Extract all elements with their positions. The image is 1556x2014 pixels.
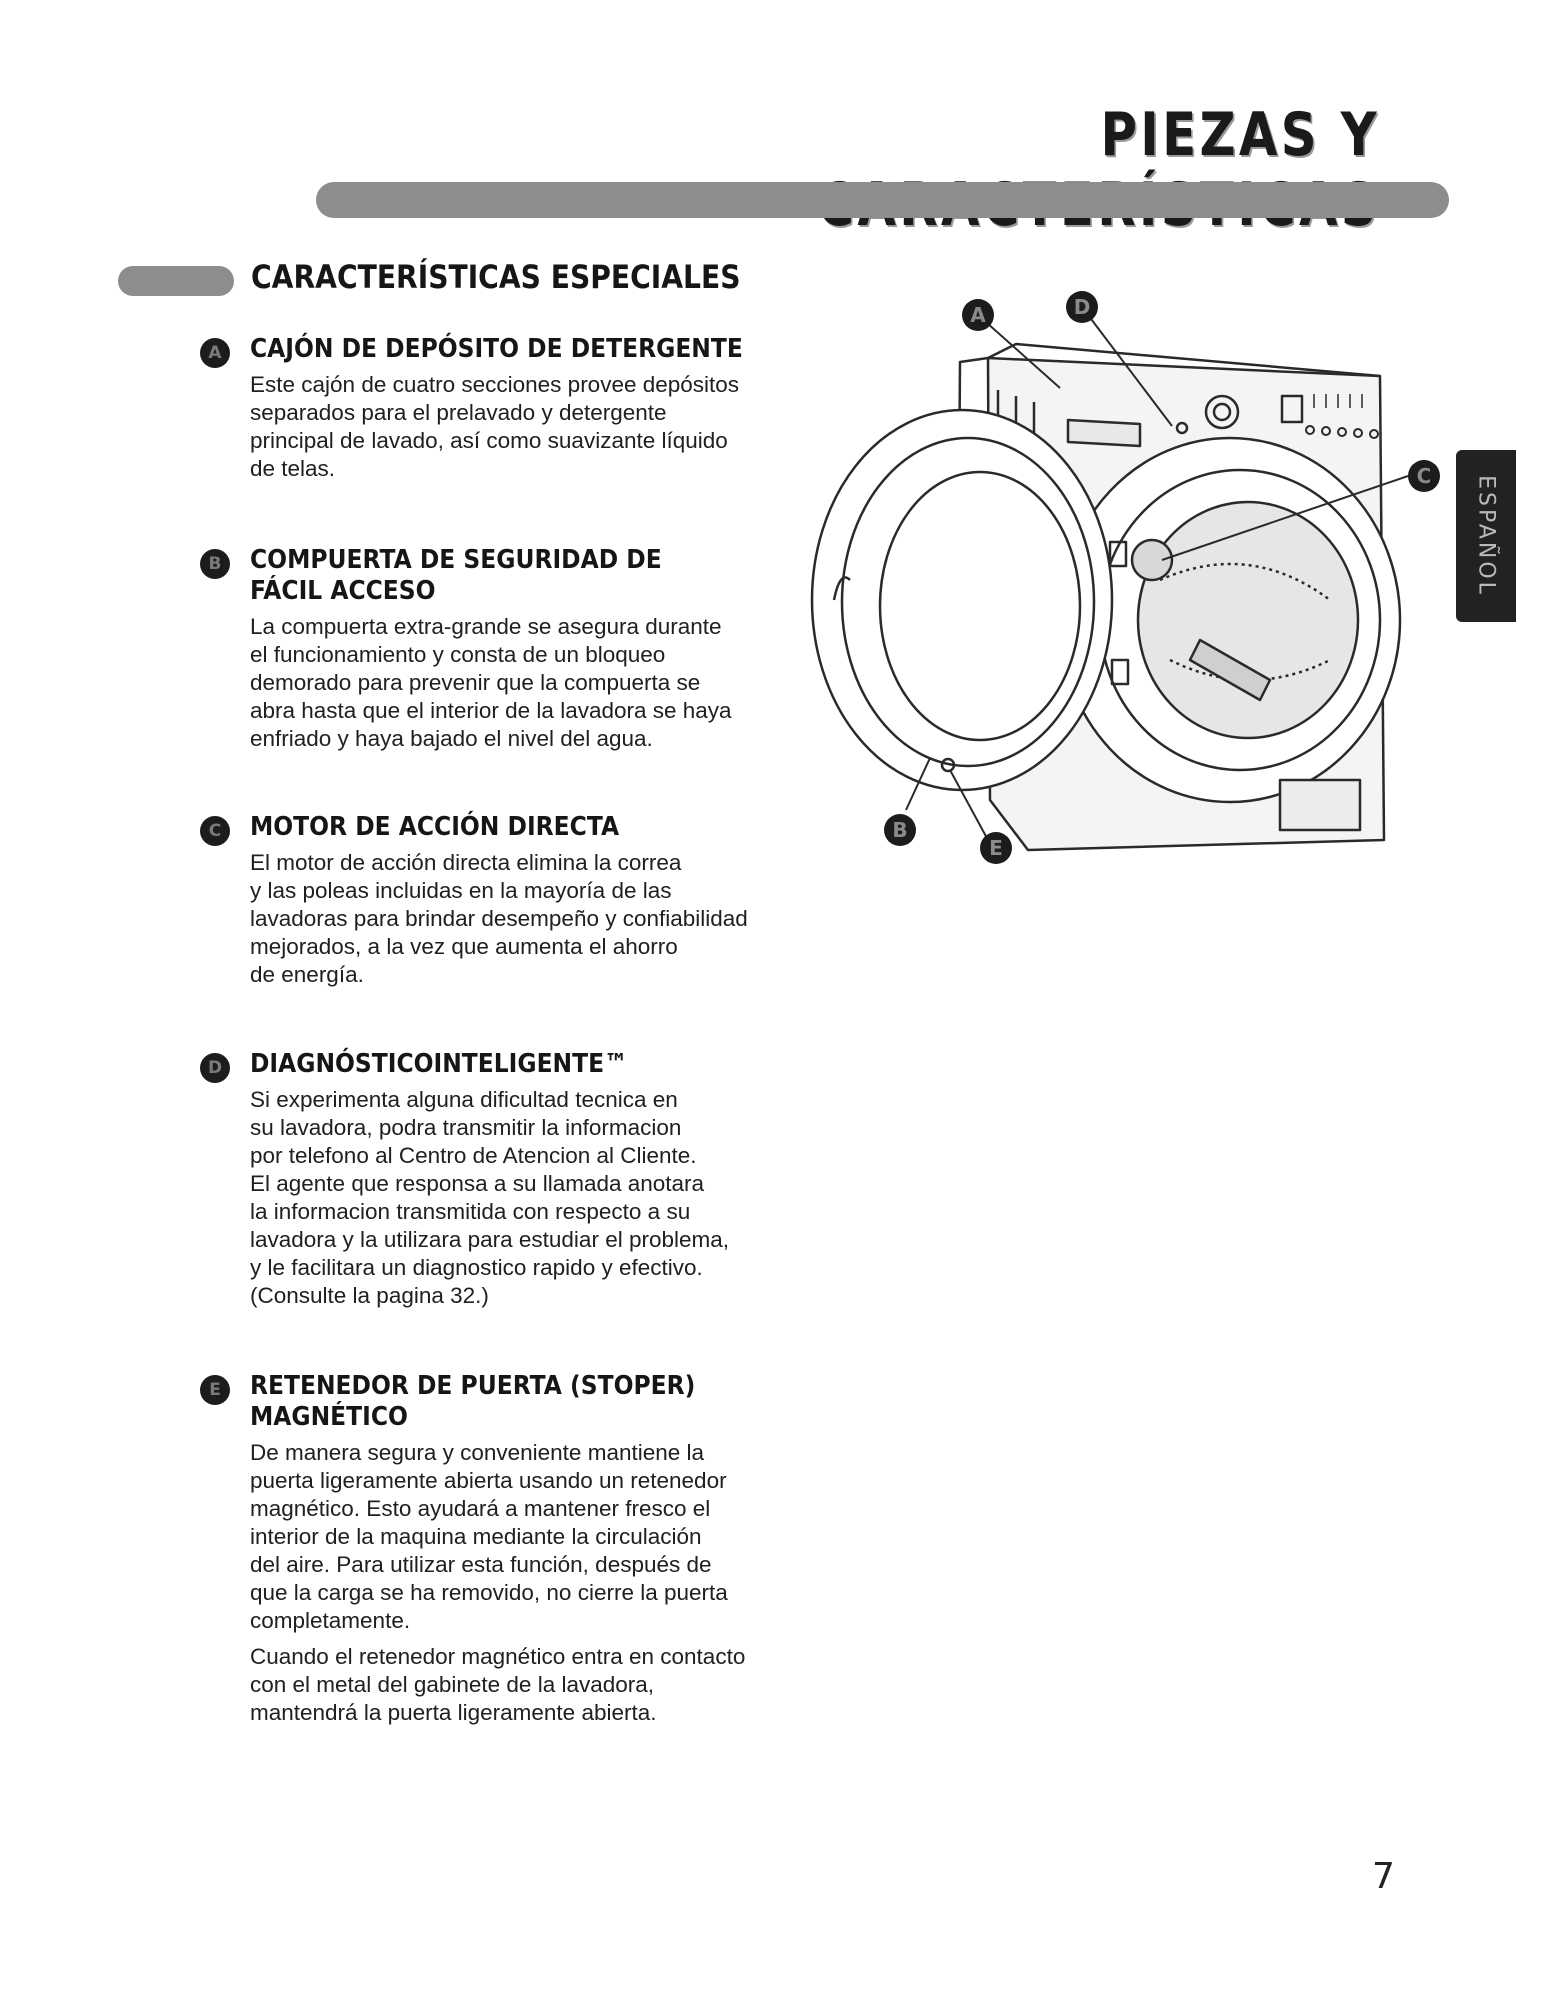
feature-title: COMPUERTA DE SEGURIDAD DE FÁCIL ACCESO [250, 545, 662, 606]
feature-description-extra: Cuando el retenedor magnético entra en c… [250, 1644, 746, 1725]
callout-label-d: D [1074, 295, 1091, 319]
feature-badge-a: A [200, 338, 230, 368]
feature-item-c: C MOTOR DE ACCIÓN DIRECTA El motor de ac… [200, 812, 810, 989]
section-heading: CARACTERÍSTICAS ESPECIALES [251, 258, 741, 296]
feature-title: CAJÓN DE DEPÓSITO DE DETERGENTE [250, 334, 743, 364]
callout-label-b: B [892, 818, 907, 842]
page-number: 7 [1372, 1856, 1395, 1897]
callout-label-e: E [989, 836, 1003, 860]
callout-d-icon [1066, 291, 1098, 323]
callout-label-c: C [1417, 464, 1432, 488]
washer-diagram: A D C B E [810, 291, 1440, 864]
feature-badge-d: D [200, 1053, 230, 1083]
feature-description: Si experimenta alguna dificultad tecnica… [250, 1087, 730, 1308]
callout-c-icon [1408, 460, 1440, 492]
feature-item-d: D DIAGNÓSTICOINTELIGENTE™ Si experimenta… [200, 1049, 810, 1310]
title-underline-bar [316, 182, 1449, 218]
callout-label-a: A [970, 303, 986, 327]
callout-e-icon [980, 832, 1012, 864]
feature-description: De manera segura y conveniente mantiene … [250, 1440, 728, 1633]
feature-description: Este cajón de cuatro secciones provee de… [250, 372, 740, 481]
feature-title: MOTOR DE ACCIÓN DIRECTA [250, 812, 620, 842]
callout-b-icon [884, 814, 916, 846]
feature-badge-e: E [200, 1375, 230, 1405]
feature-item-e: E RETENEDOR DE PUERTA (STOPER) MAGNÉTICO… [200, 1371, 810, 1727]
feature-item-a: A CAJÓN DE DEPÓSITO DE DETERGENTE Este c… [200, 334, 810, 483]
feature-item-b: B COMPUERTA DE SEGURIDAD DE FÁCIL ACCESO… [200, 545, 810, 753]
language-tab: ESPAÑOL [1456, 450, 1516, 622]
feature-title: DIAGNÓSTICOINTELIGENTE™ [250, 1049, 628, 1079]
feature-badge-c: C [200, 816, 230, 846]
callout-a-icon [962, 299, 994, 331]
feature-description: El motor de acción directa elimina la co… [250, 850, 748, 987]
feature-badge-b: B [200, 549, 230, 579]
page-title: PIEZAS Y CARACTERÍSTICAS [817, 100, 1380, 240]
section-marker-pill [118, 266, 234, 296]
language-tab-label: ESPAÑOL [1473, 475, 1499, 597]
feature-description: La compuerta extra-grande se asegura dur… [250, 614, 732, 751]
feature-title: RETENEDOR DE PUERTA (STOPER) MAGNÉTICO [250, 1371, 696, 1432]
